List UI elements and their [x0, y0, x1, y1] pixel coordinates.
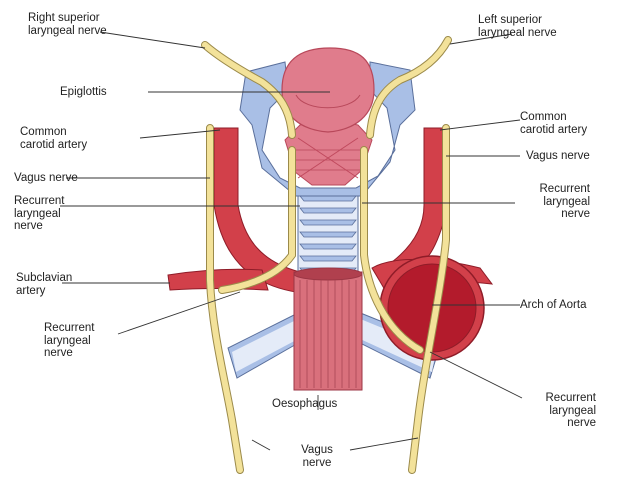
label-arch-of-aorta: Arch of Aorta	[520, 299, 587, 311]
nerves	[201, 36, 452, 474]
label-right-superior-laryngeal-nerve: Right superior laryngeal nerve	[28, 12, 107, 37]
label-subclavian-artery: Subclavian artery	[16, 272, 73, 297]
right-common-carotid-artery	[213, 127, 301, 293]
leader-lines	[60, 31, 523, 451]
label-recurrent-laryngeal-nerve-lower-left: Recurrent laryngeal nerve	[545, 392, 597, 429]
epiglottis	[281, 47, 375, 133]
label-left-superior-laryngeal-nerve: Left superior laryngeal nerve	[478, 14, 557, 39]
label-oesophagus: Oesophagus	[272, 398, 338, 410]
label-common-carotid-artery-right: Common carotid artery	[20, 126, 88, 151]
oesophagus	[293, 267, 363, 391]
left-common-carotid-artery	[391, 127, 449, 277]
label-epiglottis: Epiglottis	[60, 86, 107, 98]
label-common-carotid-artery-left: Common carotid artery	[520, 111, 588, 136]
arch-of-aorta	[379, 255, 485, 361]
label-recurrent-laryngeal-nerve-upper-left: Recurrent laryngeal nerve	[539, 183, 591, 220]
label-vagus-nerve-right: Vagus nerve	[14, 172, 78, 184]
label-recurrent-laryngeal-nerve-lower-right: Recurrent laryngeal nerve	[44, 322, 95, 359]
label-vagus-nerve-bottom: Vagus nerve	[301, 444, 333, 469]
label-vagus-nerve-left: Vagus nerve	[526, 150, 590, 162]
label-recurrent-laryngeal-nerve-upper-right: Recurrent laryngeal nerve	[14, 195, 65, 232]
